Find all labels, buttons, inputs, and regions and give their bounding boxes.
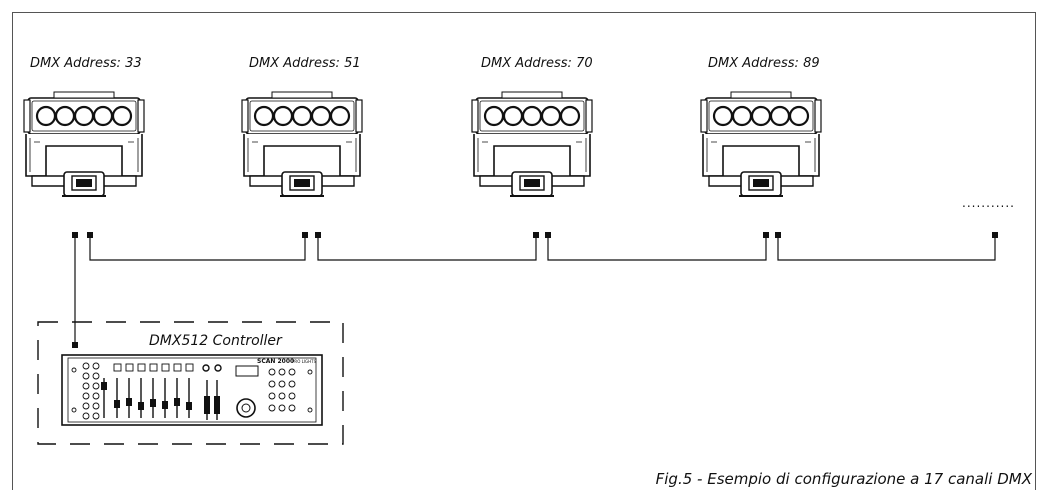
moving-head-fixture-2 xyxy=(240,90,364,198)
cable-fixture-2-to-3 xyxy=(317,236,537,261)
dmx512-controller-unit: SCAN 2000 PRO LIGHTS xyxy=(61,354,323,426)
controller-brand-sub: PRO LIGHTS xyxy=(292,359,317,364)
fixture-1-address: DMX Address: 33 xyxy=(30,56,142,71)
dmx-connectors xyxy=(72,232,998,348)
controller-brand: SCAN 2000 xyxy=(257,358,294,365)
cable-fixture-1-to-2 xyxy=(89,236,306,261)
figure-caption: Fig.5 - Esempio di configurazione a 17 c… xyxy=(655,470,1032,488)
moving-head-fixture-3 xyxy=(470,90,594,198)
controller-dashed-box xyxy=(37,321,344,445)
cable-fixture-4-to-next xyxy=(777,236,996,261)
controller-label: DMX512 Controller xyxy=(149,333,282,349)
fixture-4-address: DMX Address: 89 xyxy=(708,56,820,71)
moving-head-fixture-1 xyxy=(22,90,146,198)
continuation-dots: ........... xyxy=(962,196,1015,210)
fixture-3-address: DMX Address: 70 xyxy=(481,56,593,71)
moving-head-fixture-4 xyxy=(699,90,823,198)
fixture-2-address: DMX Address: 51 xyxy=(249,56,361,71)
dmx-cable-chain xyxy=(74,236,996,344)
cable-fixture-3-to-4 xyxy=(547,236,767,261)
figure-frame xyxy=(12,12,1036,490)
